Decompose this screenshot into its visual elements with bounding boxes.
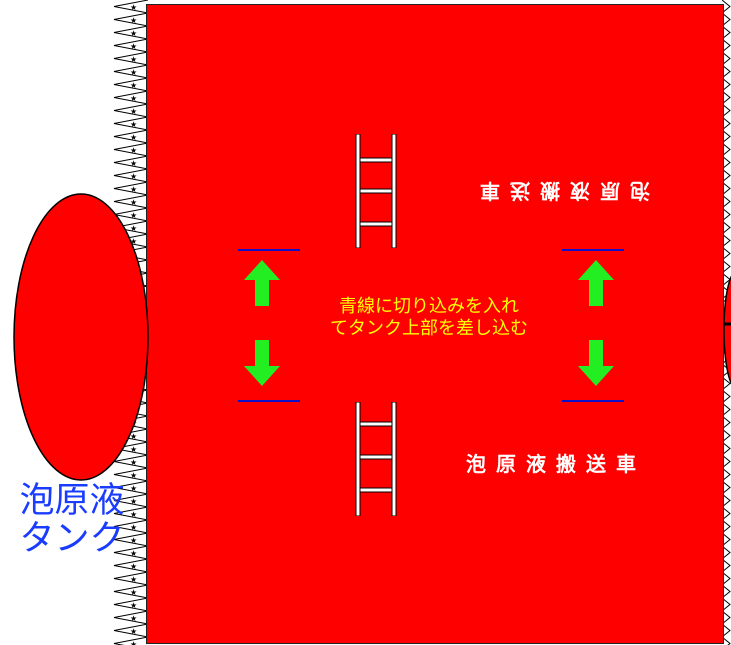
arrow-up-icon-left	[244, 260, 280, 306]
cut-line-top-right	[562, 249, 624, 251]
truck-label-top: 泡原液搬送車	[470, 179, 650, 203]
arrow-up-icon-right	[578, 260, 614, 306]
arrow-down-icon-left	[244, 340, 280, 386]
tank-label: 泡原液 タンク	[19, 481, 125, 559]
arrow-down-icon-right	[578, 340, 614, 386]
truck-label-bottom: 泡原液搬送車	[466, 452, 646, 476]
cut-line-bottom-left	[238, 400, 300, 402]
ladder-icon-bottom	[355, 402, 397, 516]
tank-ellipse-right	[723, 275, 731, 385]
tank-ellipse	[13, 193, 149, 481]
cut-line-bottom-right	[562, 400, 624, 402]
red-sheet	[146, 4, 724, 644]
ladder-icon-top	[355, 134, 397, 248]
instruction-text: 青線に切り込みを入れ てタンク上部を差し込む	[330, 296, 528, 339]
cut-line-top-left	[238, 249, 300, 251]
